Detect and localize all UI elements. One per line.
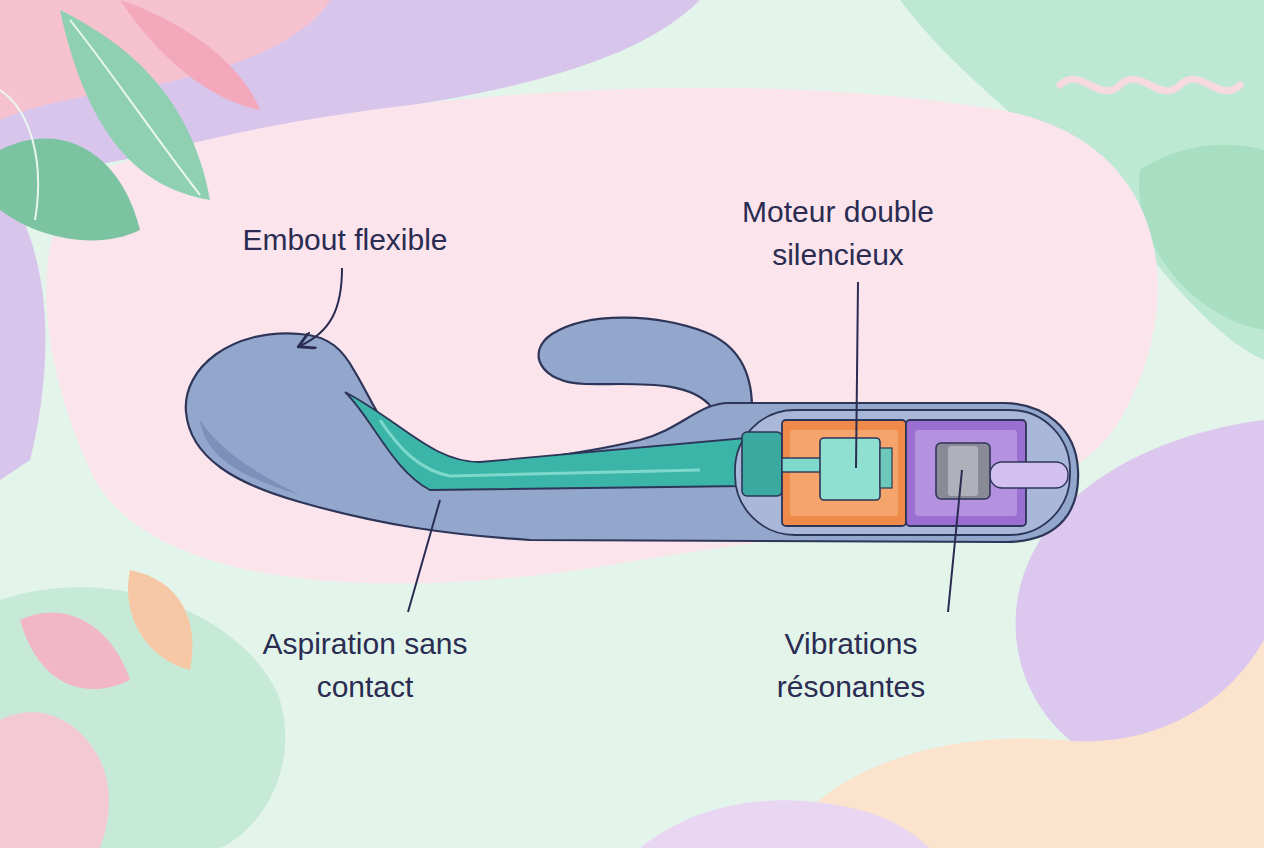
part-label: Vibrations résonantes [736, 622, 966, 708]
part-label: Moteur double silencieux [698, 190, 978, 276]
part-label: Embout flexible [195, 218, 495, 261]
part-label: Aspiration sans contact [245, 622, 485, 708]
